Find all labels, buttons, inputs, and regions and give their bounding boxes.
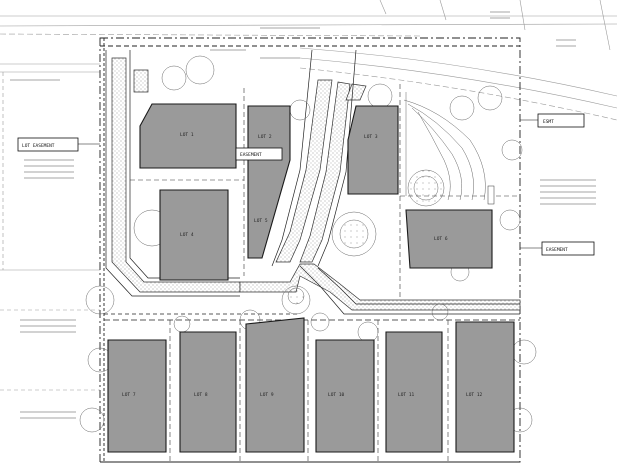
lot-label-1: LOT 1 bbox=[180, 132, 194, 138]
callout-box-middle bbox=[235, 147, 283, 161]
lot-labels: LOT 1 LOT 2 LOT 3 LOT 4 LOT 5 LOT 6 LOT … bbox=[122, 132, 483, 398]
building-lot-6 bbox=[405, 209, 493, 269]
lot-label-2: LOT 2 bbox=[258, 134, 272, 140]
building-lot-3 bbox=[347, 105, 399, 195]
lot-label-11: LOT 11 bbox=[398, 392, 415, 398]
callout-text-west: LOT EASEMENT bbox=[22, 143, 55, 149]
fine-print-lines bbox=[10, 11, 596, 419]
building-lot-2 bbox=[247, 105, 291, 259]
lot-label-10: LOT 10 bbox=[328, 392, 345, 398]
building-lot-8 bbox=[179, 331, 237, 453]
building-lot-9 bbox=[245, 317, 305, 453]
callout-box-west bbox=[17, 137, 79, 152]
callout-text-north-east: ESMT bbox=[543, 119, 554, 125]
lot-label-12: LOT 12 bbox=[466, 392, 483, 398]
callout-box-east bbox=[541, 241, 595, 256]
callout-text-middle: EASEMENT bbox=[240, 152, 262, 158]
building-lot-11 bbox=[385, 331, 443, 453]
building-lot-12 bbox=[455, 321, 515, 453]
building-lot-4 bbox=[159, 189, 229, 281]
lot-label-9: LOT 9 bbox=[260, 392, 274, 398]
building-lot-1 bbox=[139, 103, 237, 169]
lot-label-4: LOT 4 bbox=[180, 232, 194, 238]
trees bbox=[79, 55, 537, 433]
buildings bbox=[107, 103, 515, 453]
contour-area bbox=[403, 92, 495, 205]
property-boundary bbox=[99, 37, 521, 463]
curb-lines bbox=[104, 49, 520, 321]
lot-label-6: LOT 6 bbox=[434, 236, 448, 242]
lot-label-3: LOT 3 bbox=[364, 134, 378, 140]
lot-label-7: LOT 7 bbox=[122, 392, 136, 398]
callout-box-north-east bbox=[537, 113, 585, 128]
callouts: LOT EASEMENT EASEMENT ESMT EASEMENT bbox=[17, 113, 595, 256]
lot-label-8: LOT 8 bbox=[194, 392, 208, 398]
road-shoulders bbox=[111, 57, 521, 311]
building-lot-10 bbox=[315, 339, 375, 453]
building-lot-7 bbox=[107, 339, 167, 453]
context-lines bbox=[0, 0, 617, 391]
lot-label-5: LOT 5 bbox=[254, 218, 268, 224]
callout-text-east: EASEMENT bbox=[546, 247, 568, 253]
